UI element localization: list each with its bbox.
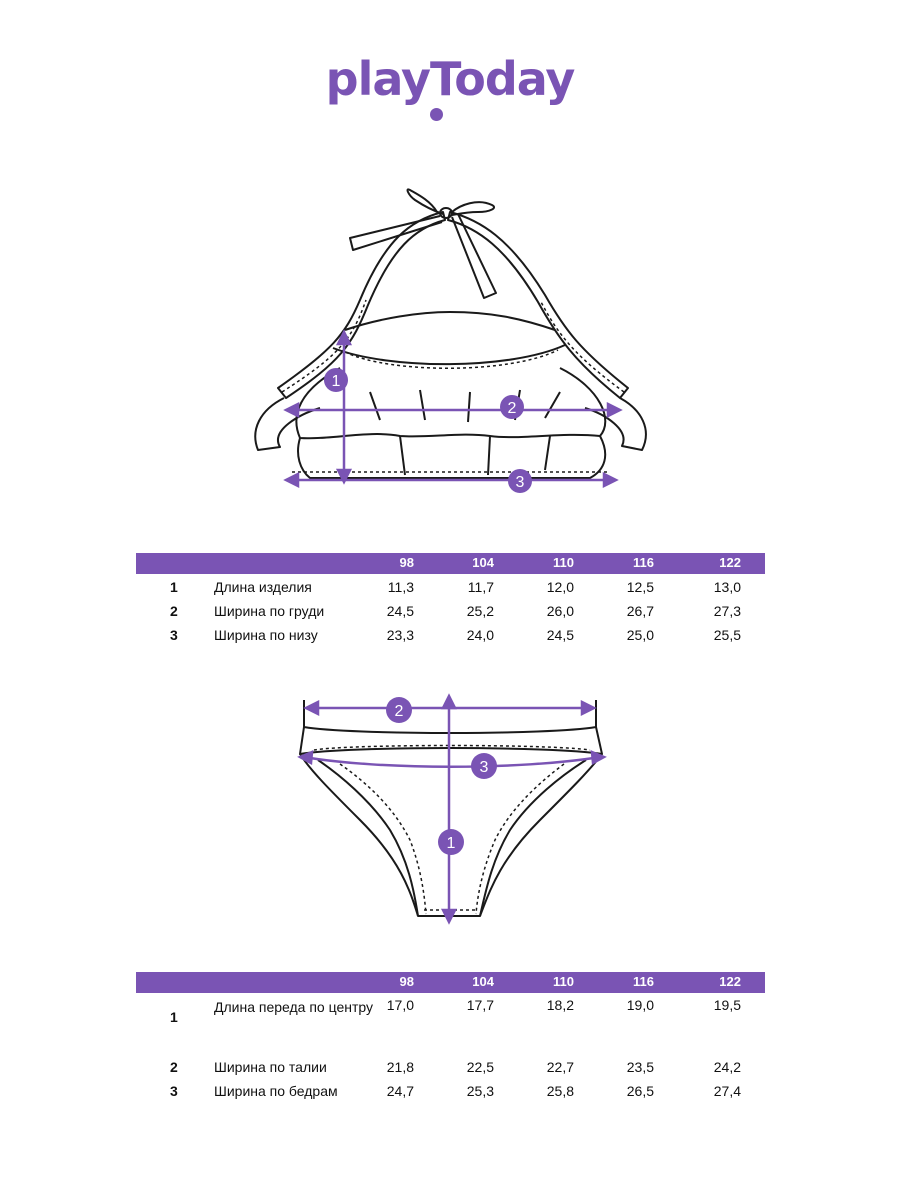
size-header: 116 — [633, 974, 654, 989]
top-marker-2: 2 — [508, 400, 517, 417]
size-header: 104 — [472, 555, 494, 570]
briefs-size-table: 98 104 110 116 122 1 Длина переда по цен… — [136, 972, 765, 1099]
table-cell: 24,0 — [466, 627, 494, 643]
table-row: 2 Ширина по груди 24,5 25,2 26,0 26,7 27… — [136, 603, 765, 626]
briefs-table-header: 98 104 110 116 122 — [136, 972, 765, 993]
row-label: Ширина по талии — [214, 1059, 327, 1075]
table-cell: 17,0 — [386, 997, 414, 1013]
row-label: Ширина по бедрам — [214, 1083, 338, 1099]
top-garment-sketch: 1 2 3 — [254, 188, 647, 493]
briefs-sketch: 2 3 1 — [297, 693, 607, 925]
size-header: 122 — [719, 974, 741, 989]
size-header: 116 — [633, 555, 654, 570]
table-cell: 11,3 — [387, 579, 414, 595]
size-header: 110 — [553, 555, 574, 570]
table-cell: 19,5 — [713, 997, 741, 1013]
table-cell: 26,7 — [626, 603, 654, 619]
briefs-marker-3: 3 — [480, 759, 489, 776]
table-cell: 18,2 — [546, 997, 574, 1013]
top-marker-1: 1 — [332, 373, 341, 390]
row-number: 3 — [170, 1083, 178, 1099]
top-table-header: 98 104 110 116 122 — [136, 553, 765, 574]
table-cell: 22,7 — [546, 1059, 574, 1075]
row-label: Ширина по низу — [214, 627, 318, 643]
table-row: 2 Ширина по талии 21,8 22,5 22,7 23,5 24… — [136, 1059, 765, 1082]
row-number: 2 — [170, 603, 178, 619]
table-cell: 24,5 — [546, 627, 574, 643]
table-cell: 22,5 — [466, 1059, 494, 1075]
table-cell: 25,2 — [466, 603, 494, 619]
table-row: 3 Ширина по бедрам 24,7 25,3 25,8 26,5 2… — [136, 1083, 765, 1106]
table-row: 1 Длина переда по центру 17,0 17,7 18,2 … — [136, 997, 765, 1041]
size-header: 98 — [399, 974, 414, 989]
table-cell: 19,0 — [626, 997, 654, 1013]
size-header: 122 — [719, 555, 741, 570]
briefs-marker-1: 1 — [447, 835, 456, 852]
table-cell: 13,0 — [713, 579, 741, 595]
table-cell: 24,2 — [713, 1059, 741, 1075]
row-label: Длина переда по центру — [214, 999, 374, 1015]
table-cell: 24,5 — [386, 603, 414, 619]
table-cell: 26,5 — [626, 1083, 654, 1099]
table-cell: 24,7 — [386, 1083, 414, 1099]
table-cell: 23,5 — [626, 1059, 654, 1075]
top-marker-3: 3 — [516, 474, 525, 491]
row-label: Ширина по груди — [214, 603, 325, 619]
brand-logo: playToday — [325, 52, 576, 106]
table-cell: 27,4 — [713, 1083, 741, 1099]
table-cell: 12,5 — [626, 579, 654, 595]
size-header: 110 — [553, 974, 574, 989]
table-cell: 25,0 — [626, 627, 654, 643]
briefs-marker-2: 2 — [395, 703, 404, 720]
table-cell: 23,3 — [386, 627, 414, 643]
table-cell: 26,0 — [546, 603, 574, 619]
row-number: 1 — [170, 1009, 178, 1025]
table-row: 3 Ширина по низу 23,3 24,0 24,5 25,0 25,… — [136, 627, 765, 650]
row-number: 1 — [170, 579, 178, 595]
table-cell: 17,7 — [466, 997, 494, 1013]
table-cell: 21,8 — [386, 1059, 414, 1075]
row-label: Длина изделия — [214, 579, 312, 595]
table-cell: 27,3 — [713, 603, 741, 619]
top-size-table: 98 104 110 116 122 1 Длина изделия 11,3 … — [136, 553, 765, 643]
table-cell: 25,3 — [466, 1083, 494, 1099]
size-header: 98 — [399, 555, 414, 570]
row-number: 2 — [170, 1059, 178, 1075]
row-number: 3 — [170, 627, 178, 643]
table-cell: 11,7 — [467, 579, 494, 595]
table-cell: 25,5 — [713, 627, 741, 643]
logo-dot — [430, 108, 443, 121]
size-header: 104 — [472, 974, 494, 989]
table-cell: 12,0 — [546, 579, 574, 595]
table-cell: 25,8 — [546, 1083, 574, 1099]
table-row: 1 Длина изделия 11,3 11,7 12,0 12,5 13,0 — [136, 579, 765, 602]
